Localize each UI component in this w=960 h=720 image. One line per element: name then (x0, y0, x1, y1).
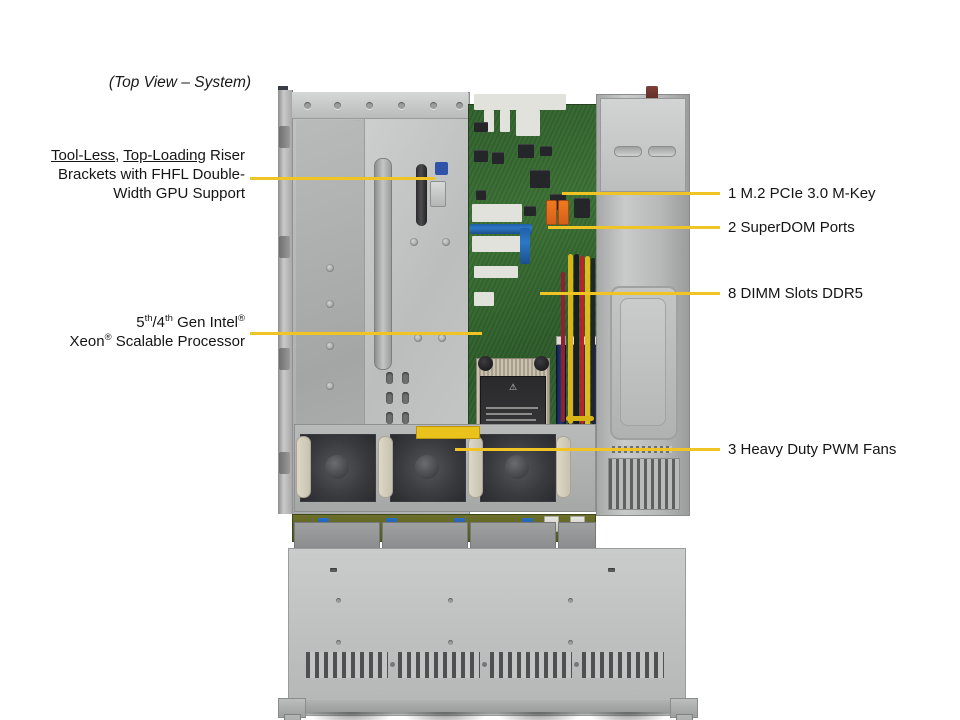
warning-triangle-icon: ⚠ (508, 382, 518, 392)
power-cable (566, 416, 594, 421)
rack-foot (284, 714, 301, 720)
power-cable (591, 258, 595, 424)
psu-top-cover (600, 98, 686, 192)
chassis-left-wall (278, 90, 293, 514)
riser-hole (334, 102, 341, 109)
power-cable (574, 254, 579, 430)
leader-line-cpu (250, 332, 482, 335)
riser-screw (326, 264, 334, 272)
riser-screw (326, 342, 334, 350)
psu-release-tab[interactable] (646, 86, 658, 100)
riser-latch-tab[interactable] (430, 181, 446, 207)
riser-slot (386, 372, 393, 384)
riser-slot (402, 392, 409, 404)
leader-line-fans (455, 448, 720, 451)
leader-line-superdom (548, 226, 720, 229)
superdom-port[interactable] (558, 200, 569, 225)
front-vent (306, 652, 388, 678)
riser-hole (366, 102, 373, 109)
rack-foot (676, 714, 693, 720)
mobo-chip (518, 144, 534, 158)
power-cable (580, 256, 584, 424)
wall-notch (279, 126, 290, 148)
callout-fans: 3 Heavy Duty PWM Fans (728, 441, 897, 458)
wall-notch (279, 452, 290, 474)
callout-riser-top-loading: Top-Loading (123, 147, 206, 164)
ribbon-cable (520, 228, 530, 264)
fan-handle[interactable] (556, 436, 571, 498)
rear-io-port (484, 110, 494, 132)
callout-riser-tool-less: Tool-Less (50, 147, 116, 164)
front-vent (490, 652, 572, 678)
fan-hub (505, 455, 529, 479)
psu-emboss (614, 146, 642, 157)
riser-hole (456, 102, 463, 109)
riser-blue-label (435, 162, 448, 175)
server-photo: ⚠ (278, 86, 698, 720)
m2-slot (472, 204, 522, 222)
riser-top-rail (292, 92, 468, 119)
fan-handle[interactable] (296, 436, 311, 498)
callout-processor: 5th/4th Gen Intel® Xeon® Scalable Proces… (69, 313, 245, 350)
front-vent (582, 652, 664, 678)
leader-line-riser (250, 177, 435, 180)
warning-sticker (416, 426, 480, 439)
power-cable (568, 254, 573, 424)
riser-slot (386, 392, 393, 404)
leader-line-dimm (540, 292, 720, 295)
rear-io-shroud (474, 94, 566, 110)
callout-m2-slot: 1 M.2 PCIe 3.0 M-Key (728, 185, 876, 202)
psu-grille (608, 458, 680, 510)
mobo-chip (524, 206, 536, 216)
front-panel (288, 548, 686, 716)
mobo-connector (472, 236, 522, 252)
mobo-chip (492, 152, 504, 164)
riser-vent-slot (374, 158, 392, 370)
ribbon-cable (470, 224, 532, 234)
mobo-chip (530, 170, 550, 188)
callout-superdom-ports: 2 SuperDOM Ports (728, 219, 855, 236)
callout-riser-brackets: Tool-Less, Top-Loading Riser Brackets wi… (50, 147, 245, 202)
riser-slot (402, 372, 409, 384)
rear-io-port (516, 110, 540, 136)
power-cable (585, 256, 590, 428)
riser-screw (326, 300, 334, 308)
riser-release-handle[interactable] (416, 164, 427, 226)
mobo-label (474, 292, 494, 306)
rear-io-port (500, 110, 510, 132)
callout-dimm-slots: 8 DIMM Slots DDR5 (728, 285, 864, 302)
front-vent (398, 652, 480, 678)
riser-screw (326, 382, 334, 390)
page-title: (Top View – System) (108, 74, 252, 91)
riser-screw (414, 334, 422, 342)
riser-hole (398, 102, 405, 109)
riser-screw (442, 238, 450, 246)
usb-header (574, 198, 590, 218)
fan-hub (415, 455, 439, 479)
mobo-chip (474, 150, 488, 162)
mobo-chip (540, 146, 552, 156)
mobo-connector (474, 266, 518, 278)
riser-slot (402, 412, 409, 424)
chassis: ⚠ (278, 86, 698, 720)
fan-hub (325, 455, 349, 479)
riser-slot (386, 412, 393, 424)
riser-hole (304, 102, 311, 109)
fan-handle[interactable] (468, 436, 483, 498)
superdom-port[interactable] (546, 200, 557, 225)
riser-screw (438, 334, 446, 342)
psu-recess-inner (620, 298, 666, 426)
wall-notch (279, 348, 290, 370)
psu-emboss (648, 146, 676, 157)
cpu-mount-screw (534, 356, 549, 371)
leader-line-m2 (562, 192, 720, 195)
mobo-chip (476, 190, 486, 200)
cpu-mount-screw (478, 356, 493, 371)
power-cable (561, 272, 565, 422)
fan-handle[interactable] (378, 436, 393, 498)
riser-screw (410, 238, 418, 246)
wall-notch (279, 236, 290, 258)
riser-hole (430, 102, 437, 109)
mobo-chip (474, 122, 488, 132)
